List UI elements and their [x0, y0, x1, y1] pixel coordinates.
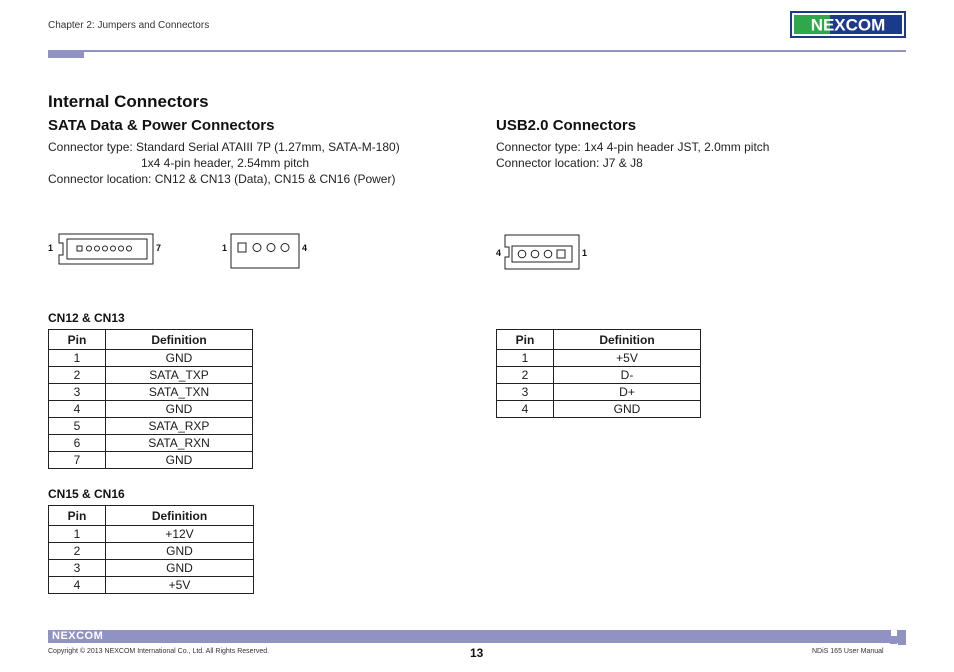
definition-cell: +5V: [553, 349, 701, 367]
copyright-text: Copyright © 2013 NEXCOM International Co…: [48, 648, 270, 655]
chapter-title: Chapter 2: Jumpers and Connectors: [48, 20, 210, 31]
pin-cell: 1: [48, 349, 106, 367]
definition-cell: SATA_TXN: [105, 383, 253, 401]
pin-cell: 4: [496, 400, 554, 418]
col-pin-header: Pin: [496, 329, 554, 350]
footer-logo: NEXCOM: [52, 630, 104, 642]
definition-cell: SATA_TXP: [105, 366, 253, 384]
col-definition-header: Definition: [105, 505, 254, 526]
sata-data-pin7-label: 7: [156, 243, 162, 253]
sata-data-pin1-label: 1: [48, 243, 54, 253]
sata-power-pin4-label: 4: [302, 243, 308, 253]
pin-cell: 7: [48, 451, 106, 469]
footer-decor-square: [890, 637, 897, 644]
pin-cell: 2: [496, 366, 554, 384]
sata-power-connector-diagram: [230, 233, 300, 269]
definition-cell: GND: [105, 559, 254, 577]
sata-type-line2: 1x4 4-pin header, 2.54mm pitch: [141, 156, 310, 170]
usb-heading: USB2.0 Connectors: [496, 117, 637, 134]
usb-type-line: Connector type: 1x4 4-pin header JST, 2.…: [496, 140, 770, 154]
pin-cell: 2: [48, 366, 106, 384]
sata-heading: SATA Data & Power Connectors: [48, 117, 275, 134]
sata-data-connector-diagram: [58, 233, 154, 265]
pin-cell: 3: [496, 383, 554, 401]
col-definition-header: Definition: [553, 329, 701, 350]
definition-cell: GND: [553, 400, 701, 418]
footer-bar: [48, 630, 906, 643]
manual-name: NDiS 165 User Manual: [812, 648, 884, 655]
pin-cell: 4: [48, 400, 106, 418]
nexcom-logo: NEXCOM: [790, 11, 906, 38]
page-number: 13: [470, 646, 484, 660]
pin-cell: 5: [48, 417, 106, 435]
logo-text: NEXCOM: [811, 16, 886, 35]
table-row: 4+5V: [48, 576, 254, 594]
definition-cell: GND: [105, 349, 253, 367]
col-definition-header: Definition: [105, 329, 253, 350]
usb-pin4-label: 4: [496, 248, 502, 258]
definition-cell: GND: [105, 451, 253, 469]
footer-decor-square: [891, 630, 897, 636]
definition-cell: D+: [553, 383, 701, 401]
pin-cell: 1: [48, 525, 106, 543]
page-title: Internal Connectors: [48, 92, 209, 111]
definition-cell: SATA_RXP: [105, 417, 253, 435]
usb-pin1-label: 1: [582, 248, 588, 258]
footer-decor-square: [898, 638, 906, 645]
pin-cell: 2: [48, 542, 106, 560]
definition-cell: GND: [105, 542, 254, 560]
usb-connector-diagram: [504, 234, 580, 270]
table-row: 1+5V: [496, 349, 701, 367]
pin-cell: 1: [496, 349, 554, 367]
sata-type-line1: Connector type: Standard Serial ATAIII 7…: [48, 140, 400, 154]
table-cn12-title: CN12 & CN13: [48, 311, 125, 325]
table-cn15-title: CN15 & CN16: [48, 487, 125, 501]
usb-location: Connector location: J7 & J8: [496, 156, 643, 170]
pin-cell: 3: [48, 383, 106, 401]
col-pin-header: Pin: [48, 505, 106, 526]
pin-cell: 6: [48, 434, 106, 452]
definition-cell: D-: [553, 366, 701, 384]
definition-cell: +5V: [105, 576, 254, 594]
col-pin-header: Pin: [48, 329, 106, 350]
definition-cell: +12V: [105, 525, 254, 543]
header-accent-block: [48, 50, 84, 58]
header-rule: [84, 50, 906, 52]
pin-cell: 3: [48, 559, 106, 577]
definition-cell: GND: [105, 400, 253, 418]
sata-location: Connector location: CN12 & CN13 (Data), …: [48, 172, 396, 186]
table-row: 1+12V: [48, 525, 254, 543]
sata-power-pin1-label: 1: [222, 243, 228, 253]
definition-cell: SATA_RXN: [105, 434, 253, 452]
pin-cell: 4: [48, 576, 106, 594]
